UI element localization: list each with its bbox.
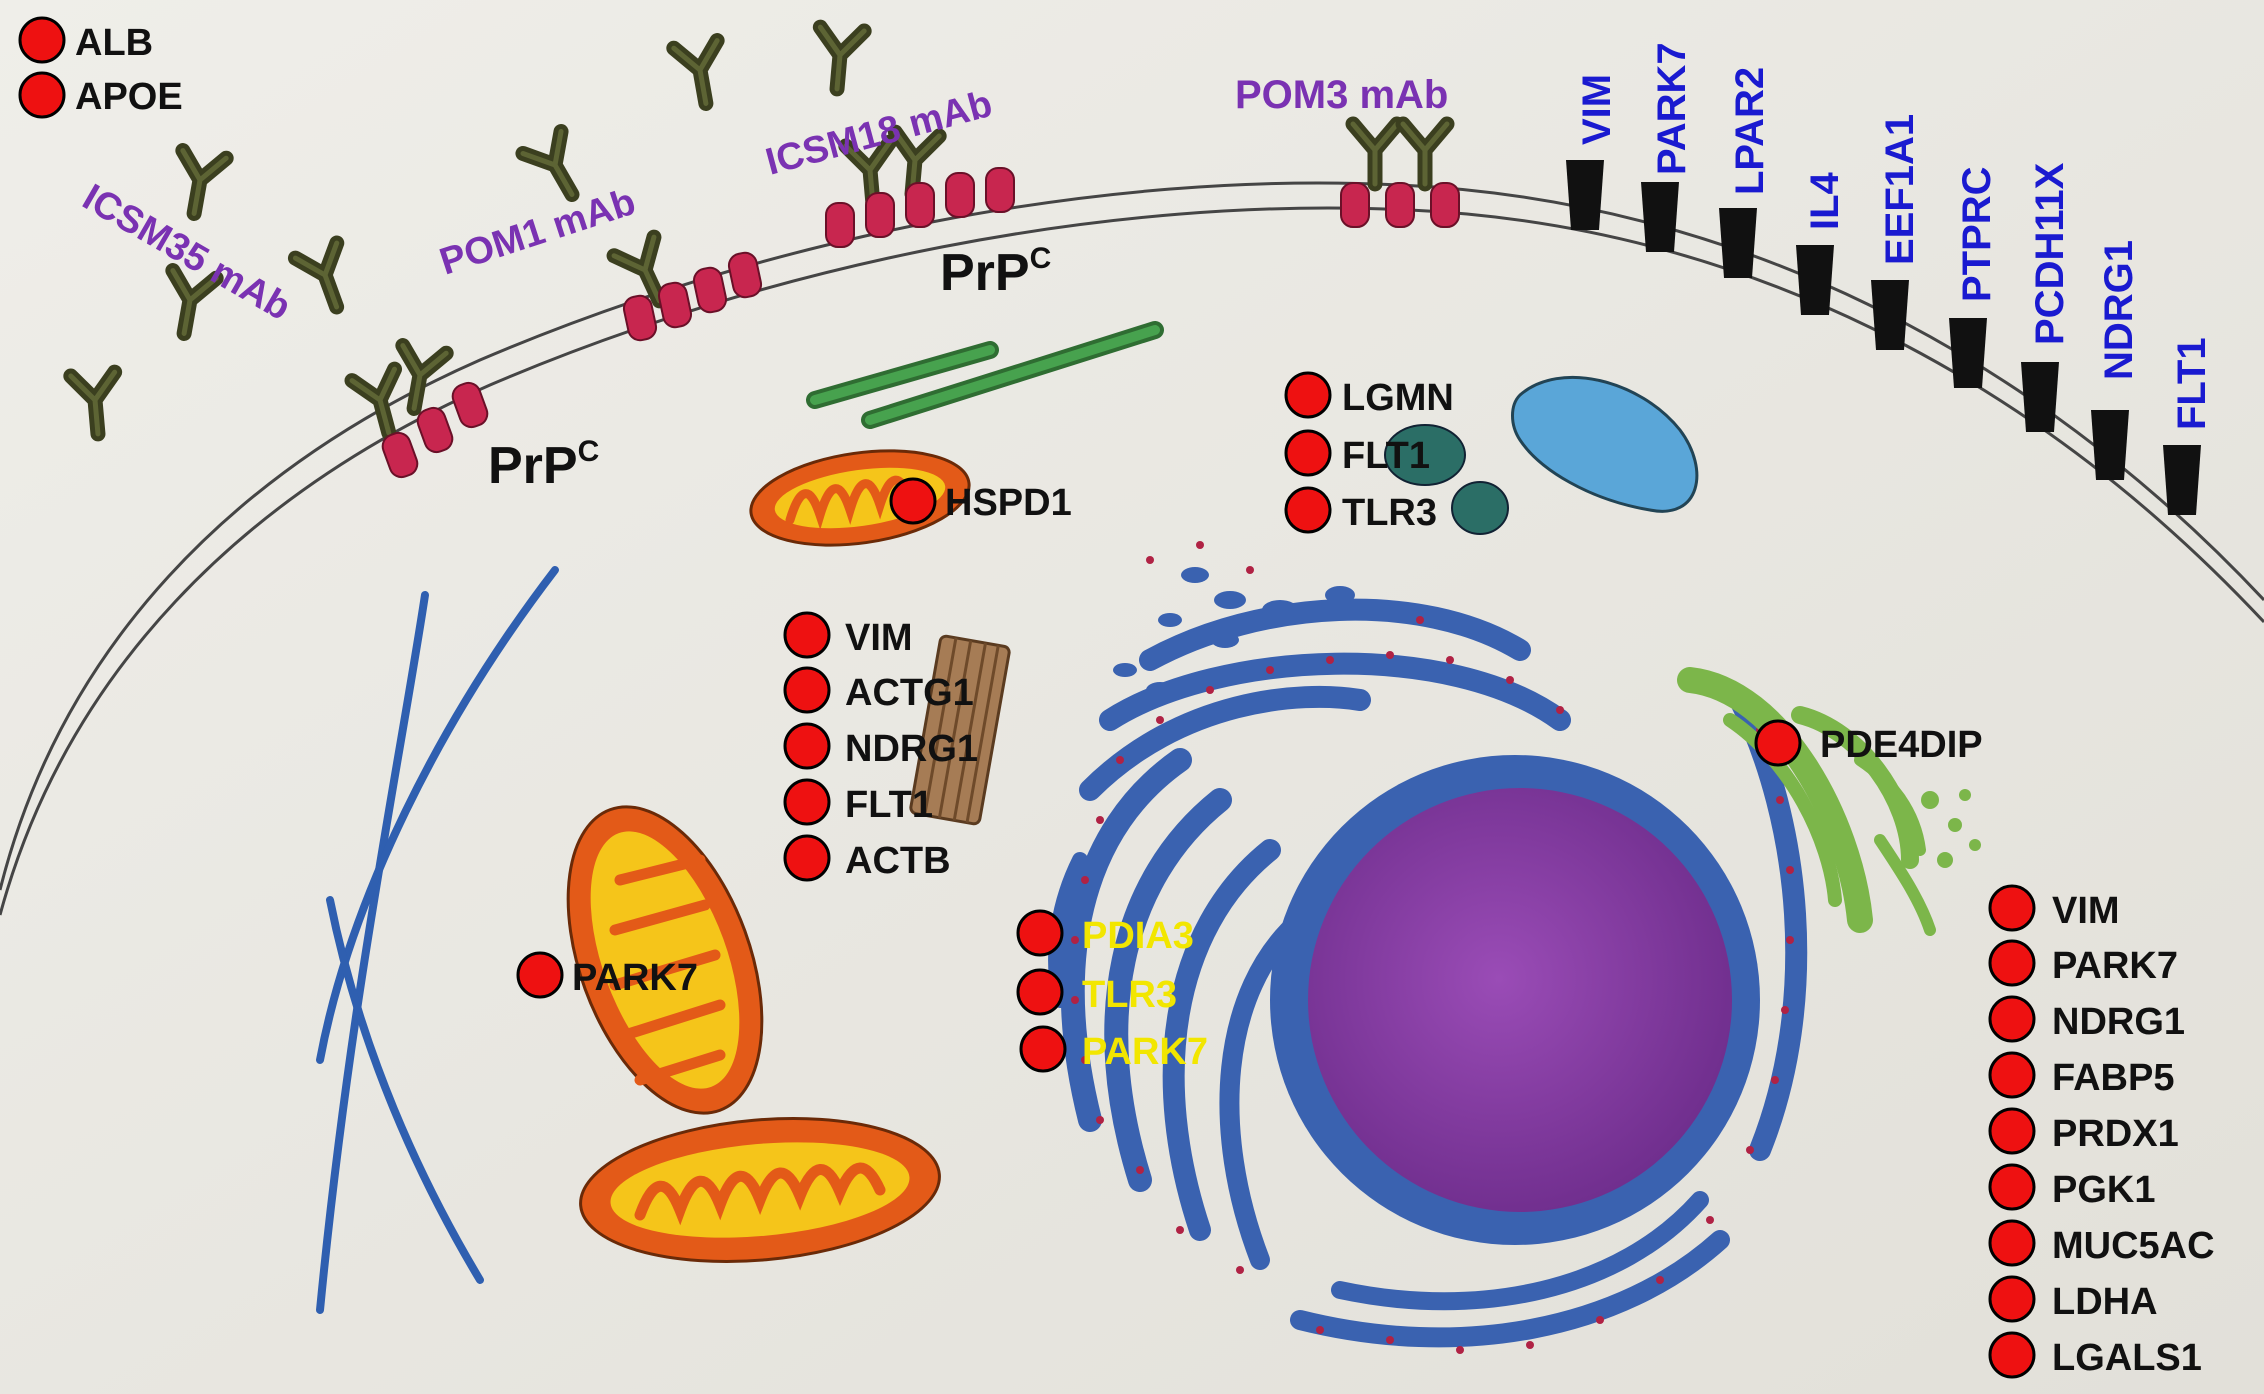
marker-label-actb: ACTB: [845, 840, 951, 882]
endoplasmic-reticulum: [1048, 598, 1808, 1348]
marker-label-pgk1: PGK1: [2052, 1169, 2155, 1211]
marker-label-tlr3: TLR3: [1082, 974, 1177, 1016]
marker-label-pdia3: PDIA3: [1082, 915, 1194, 957]
marker-apoe: APOE: [18, 71, 183, 119]
er-vesicles: [1113, 567, 1355, 698]
marker-label: ALB: [75, 22, 153, 64]
actin-bundle: [909, 634, 1011, 826]
cytoplasm-marker-list: VIM PARK7 NDRG1 FABP5 PRDX1 PGK1 MUC5AC …: [1988, 884, 2215, 1379]
microtubules: [806, 321, 1164, 429]
mitochondrion-left: [566, 805, 764, 1115]
receptor-label-eef1a1: EEF1A1: [1878, 114, 1922, 265]
marker-label-flt1: FLT1: [845, 784, 933, 826]
marker-label-prdx1: PRDX1: [2052, 1113, 2179, 1155]
marker-label-ndrg1: NDRG1: [845, 728, 978, 770]
marker-label-pde4dip: PDE4DIP: [1820, 724, 1983, 766]
endosome-cluster: [1384, 424, 1509, 535]
receptor-label-ptprc: PTPRC: [1955, 166, 1999, 302]
golgi-marker: PDE4DIP: [1754, 719, 1983, 767]
receptor-label-vim: VIM: [1575, 74, 1619, 145]
marker-alb: ALB: [18, 16, 153, 64]
golgi-vesicles: [1921, 789, 1981, 868]
marker-label-hspd1: HSPD1: [945, 482, 1072, 524]
marker-label-lgals1: LGALS1: [2052, 1337, 2202, 1379]
receptor-label-il4: IL4: [1803, 171, 1847, 230]
ribosome-dots: [1071, 541, 1794, 1354]
mito-left-marker: PARK7: [516, 951, 698, 999]
prp-superscript: C: [1030, 242, 1052, 275]
mitochondrion-bottom: [579, 1117, 941, 1263]
marker-label-park7: PARK7: [1082, 1031, 1208, 1073]
receptor-label-pcdh11x: PCDH11X: [2028, 162, 2072, 345]
nucleus: [1270, 755, 1760, 1245]
marker-label-actg1: ACTG1: [845, 672, 974, 714]
receptor-label-ndrg1: NDRG1: [2097, 240, 2141, 380]
mito-top-marker: HSPD1: [889, 477, 1072, 525]
svg-text:PrPC: PrPC: [488, 435, 599, 495]
cytoskeleton-marker-list: VIM ACTG1 NDRG1 FLT1 ACTB: [783, 611, 978, 882]
marker-label-lgmn: LGMN: [1342, 377, 1454, 419]
prpc-label-right: PrPC: [940, 242, 1051, 302]
prpc-label-left: PrPC: [488, 435, 599, 495]
prp-text: PrP: [940, 244, 1030, 302]
prp-superscript: C: [578, 435, 600, 468]
cytoskeleton-filaments: [316, 566, 559, 1314]
receptor-label-park7: PARK7: [1650, 42, 1694, 175]
vacuole: [1511, 375, 1699, 513]
marker-label-flt1: FLT1: [1342, 435, 1430, 477]
marker-label: APOE: [75, 76, 183, 118]
pom3-label: POM3 mAb: [1235, 73, 1448, 117]
receptor-label-flt1: FLT1: [2170, 337, 2214, 430]
marker-label-ndrg1: NDRG1: [2052, 1001, 2185, 1043]
prp-text: PrP: [488, 437, 578, 495]
marker-label-fabp5: FABP5: [2052, 1057, 2174, 1099]
marker-label-ldha: LDHA: [2052, 1281, 2158, 1323]
extracellular-marker-list: ALB APOE: [18, 16, 183, 119]
marker-label-tlr3: TLR3: [1342, 492, 1437, 534]
golgi-apparatus: [1677, 667, 1936, 936]
marker-label-muc5ac: MUC5AC: [2052, 1225, 2215, 1267]
receptor-label-lpar2: LPAR2: [1728, 67, 1772, 195]
receptor-label-list: VIM PARK7 LPAR2 IL4 EEF1A1 PTPRC PCDH11X…: [1575, 42, 2214, 430]
marker-label-park7: PARK7: [572, 957, 698, 999]
marker-label-vim: VIM: [845, 617, 913, 659]
endosome-marker-list: LGMN FLT1 TLR3: [1284, 371, 1454, 534]
svg-text:PrPC: PrPC: [940, 242, 1051, 302]
marker-label-vim: VIM: [2052, 890, 2120, 932]
er-marker-list: PDIA3 TLR3 PARK7: [1016, 909, 1208, 1073]
marker-label-park7: PARK7: [2052, 945, 2178, 987]
